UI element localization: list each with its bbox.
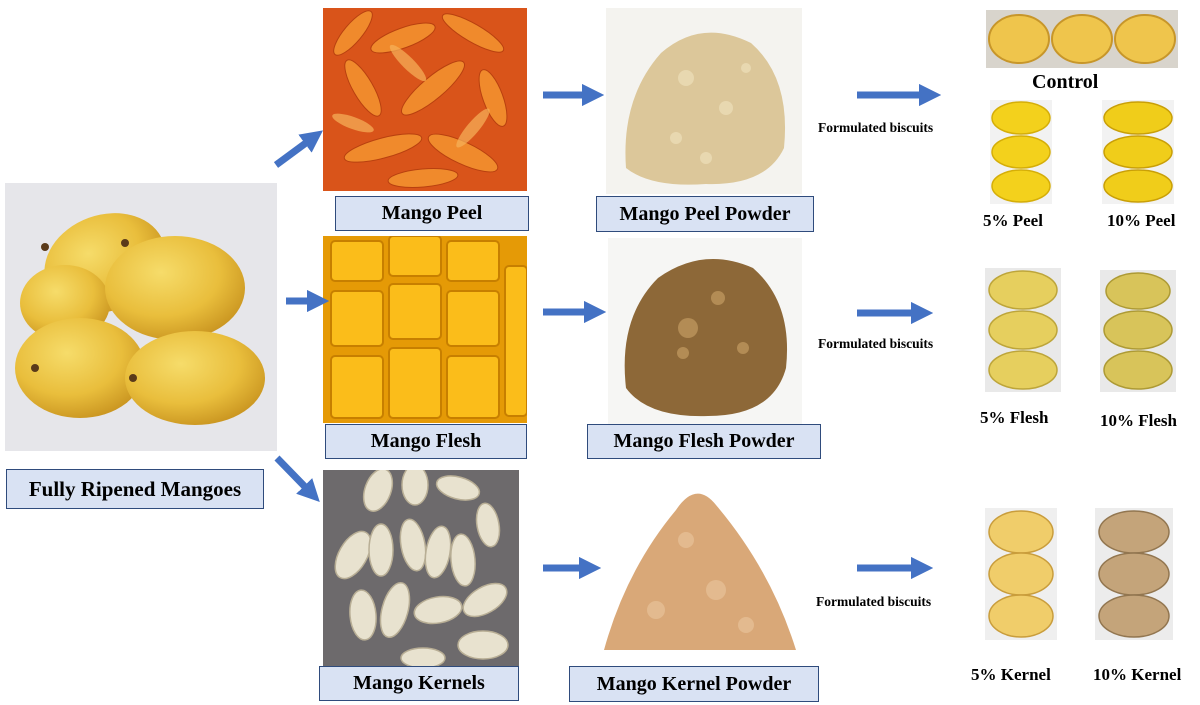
flesh-5-biscuits-image <box>985 268 1061 392</box>
peel-powder-image <box>606 8 802 194</box>
mango-flesh-image <box>323 236 527 423</box>
kernel-5-biscuits-image <box>985 508 1057 640</box>
source-label: Fully Ripened Mangoes <box>6 469 264 509</box>
formulated-label-peel: Formulated biscuits <box>818 120 933 136</box>
kernels-label: Mango Kernels <box>319 666 519 701</box>
control-biscuits-image <box>986 10 1178 68</box>
flesh-powder-image <box>608 238 802 424</box>
arrow-mango-to-kernels <box>277 458 312 494</box>
flesh-10-caption: 10% Flesh <box>1100 411 1177 431</box>
kernel-powder-image <box>596 470 802 666</box>
flesh-5-caption: 5% Flesh <box>980 408 1048 428</box>
flesh-powder-label: Mango Flesh Powder <box>587 424 821 459</box>
kernel-5-caption: 5% Kernel <box>971 665 1051 685</box>
peel-powder-label: Mango Peel Powder <box>596 196 814 232</box>
peel-10-caption: 10% Peel <box>1107 211 1175 231</box>
flesh-label: Mango Flesh <box>325 424 527 459</box>
kernel-10-biscuits-image <box>1095 508 1173 640</box>
peel-5-biscuits-image <box>990 100 1052 204</box>
control-caption: Control <box>1032 71 1098 94</box>
formulated-label-kernel: Formulated biscuits <box>816 594 931 610</box>
flesh-10-biscuits-image <box>1100 270 1176 392</box>
formulated-label-flesh: Formulated biscuits <box>818 336 933 352</box>
kernel-powder-label: Mango Kernel Powder <box>569 666 819 702</box>
mango-kernels-image <box>323 470 519 666</box>
arrow-mango-to-peel <box>276 137 314 165</box>
peel-label: Mango Peel <box>335 196 529 231</box>
peel-5-caption: 5% Peel <box>983 211 1043 231</box>
kernel-10-caption: 10% Kernel <box>1093 665 1181 685</box>
peel-10-biscuits-image <box>1102 100 1174 204</box>
ripe-mangoes-image <box>5 183 277 451</box>
mango-peel-image <box>323 8 527 191</box>
